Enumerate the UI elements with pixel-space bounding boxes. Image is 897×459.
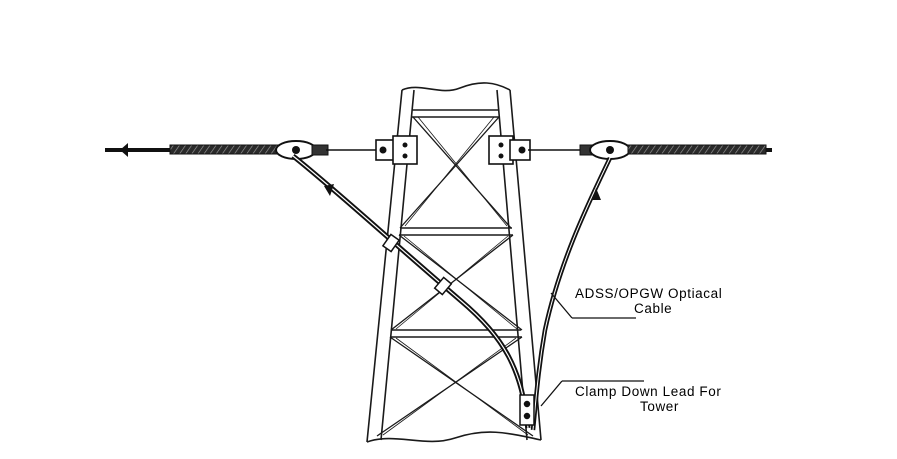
tower-cross-members (390, 109, 522, 338)
down-lead-left (291, 154, 531, 429)
span-cable (105, 135, 772, 165)
label-tower: Tower (640, 399, 679, 414)
label-adss-opgw-cable: ADSS/OPGW Optiacal (575, 286, 722, 301)
armor-rod-right (627, 144, 767, 155)
callout-cable: ADSS/OPGW Optiacal Cable (550, 286, 722, 319)
label-clamp-down-lead: Clamp Down Lead For (575, 384, 721, 399)
armor-rod-left (169, 144, 279, 155)
tower-bottom-break (366, 431, 542, 443)
callout-clamp-leader (540, 380, 563, 407)
callout-cable-leader (550, 292, 573, 319)
callout-clamp: Clamp Down Lead For Tower (540, 380, 721, 414)
tower-x-bracing (376, 116, 534, 437)
lattice-tower (366, 82, 542, 443)
down-lead-clamps (381, 233, 535, 426)
tower-bracket-left (375, 135, 418, 165)
down-lead-cables (291, 154, 613, 431)
tower-bracket-right (488, 135, 531, 165)
label-cable: Cable (634, 301, 672, 316)
tower-top-break (401, 82, 511, 92)
cable-left-tail-arrow (120, 143, 128, 157)
